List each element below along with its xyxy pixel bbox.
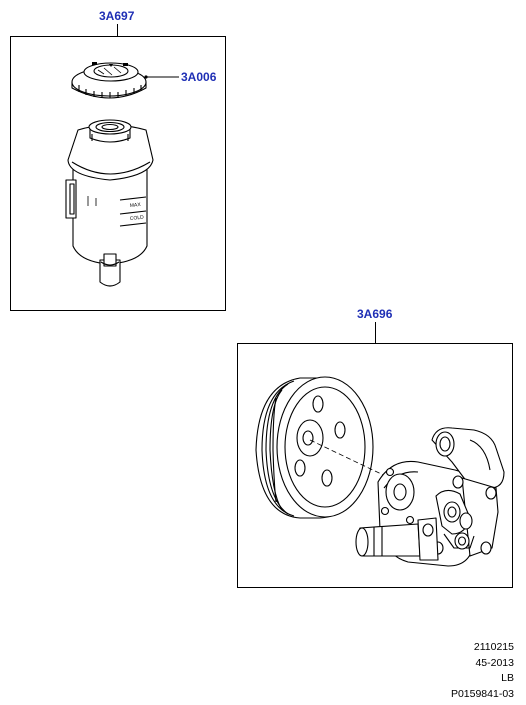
leader-line-pump <box>375 322 376 343</box>
svg-text:MAX: MAX <box>130 202 142 209</box>
reservoir-body-part: MAX COLD <box>65 119 154 287</box>
reference-block: 2110215 45-2013 LB P0159841-03 <box>424 640 514 702</box>
callout-pump: 3A696 <box>357 307 393 321</box>
reference-line-4: P0159841-03 <box>450 687 514 700</box>
svg-text:COLD: COLD <box>130 215 145 222</box>
reference-line-3: LB <box>501 672 514 684</box>
power-steering-pump-part <box>255 376 505 567</box>
callout-reservoir: 3A697 <box>99 9 135 23</box>
reservoir-cap-part <box>71 62 179 99</box>
callout-cap: 3A006 <box>181 70 217 84</box>
reference-line-2: 45-2013 <box>475 656 514 669</box>
reference-line-1: 2110215 <box>473 641 514 653</box>
leader-line-reservoir <box>117 24 118 36</box>
